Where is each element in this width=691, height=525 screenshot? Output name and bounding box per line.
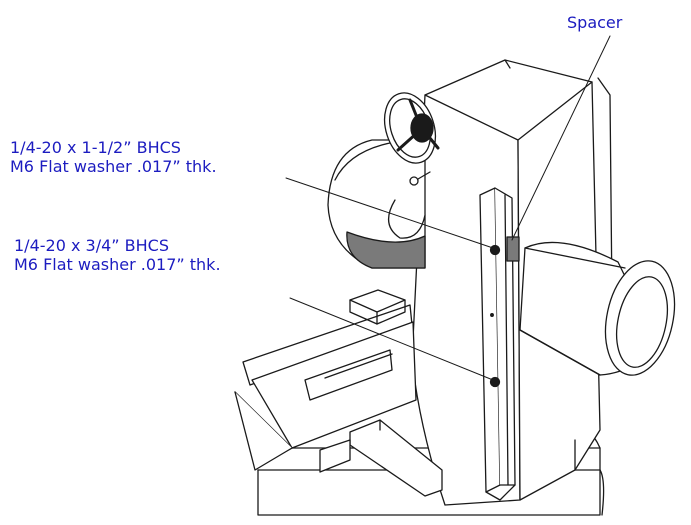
leader-lines xyxy=(285,35,611,381)
lower-bolt-head xyxy=(489,376,501,388)
handwheel-icon xyxy=(383,92,440,186)
leader-lower-fastener xyxy=(289,297,494,381)
upper-fastener-spec: 1/4-20 x 1-1/2” BHCS xyxy=(10,138,181,157)
leader-spacer xyxy=(511,35,611,241)
motor-cylinder xyxy=(519,241,676,376)
lower-washer-spec: M6 Flat washer .017” thk. xyxy=(14,255,221,274)
leader-upper-fastener xyxy=(285,177,494,249)
wheel-guard xyxy=(327,139,426,269)
spacer-label: Spacer xyxy=(567,13,623,32)
upper-fastener-callout: 1/4-20 x 1-1/2” BHCS M6 Flat washer .017… xyxy=(10,138,217,176)
work-table xyxy=(234,289,443,497)
spacer-block xyxy=(506,236,520,262)
lower-fastener-spec: 1/4-20 x 3/4” BHCS xyxy=(14,236,169,255)
lower-fastener-callout: 1/4-20 x 3/4” BHCS M6 Flat washer .017” … xyxy=(14,236,221,274)
vertical-rail xyxy=(479,187,520,501)
spacer-callout: Spacer xyxy=(567,13,622,32)
upper-bolt-head xyxy=(489,244,501,256)
upper-washer-spec: M6 Flat washer .017” thk. xyxy=(10,157,217,176)
